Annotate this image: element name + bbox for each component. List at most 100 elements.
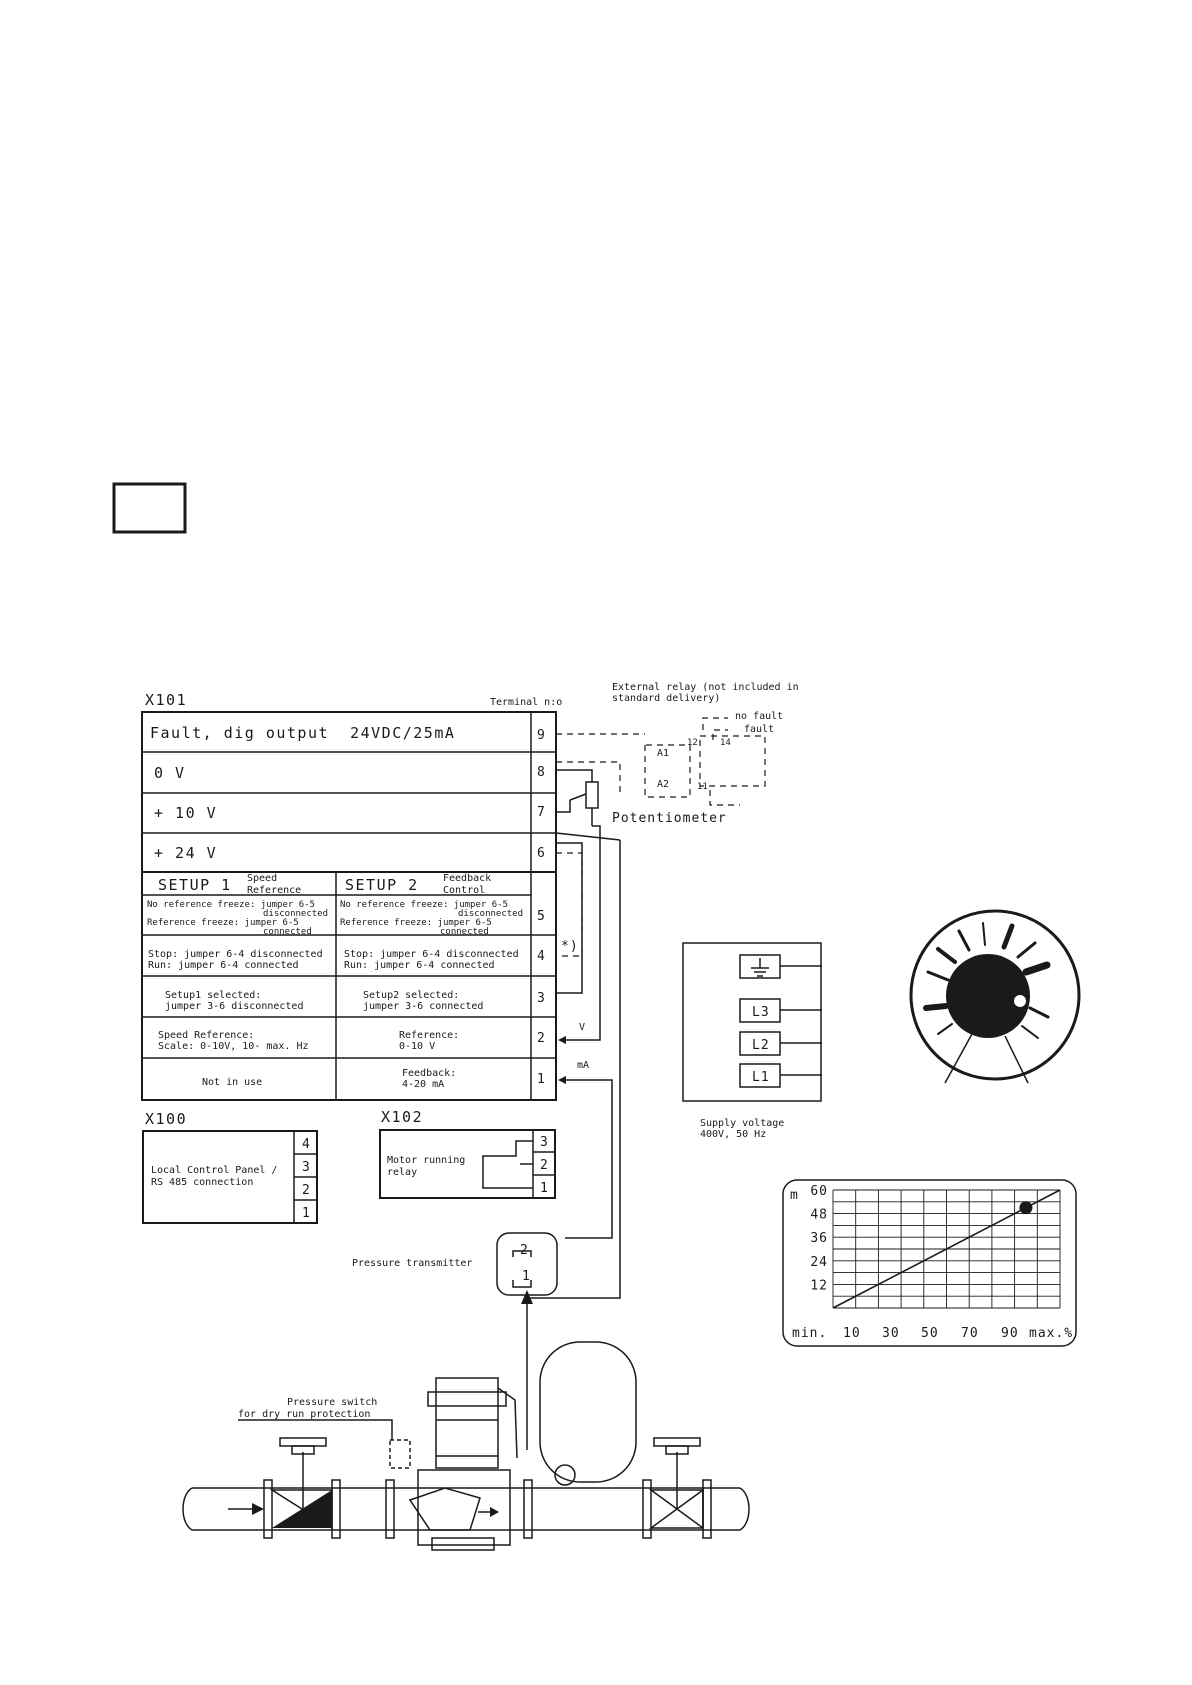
svg-text:Supply voltage: Supply voltage	[700, 1118, 784, 1129]
x-tick-label: 30	[882, 1326, 900, 1341]
speed-dial	[909, 909, 1081, 1084]
row2-num: 2	[537, 1031, 546, 1046]
svg-text:Run: jumper 6-4 connected: Run: jumper 6-4 connected	[148, 960, 299, 971]
svg-text:L2: L2	[752, 1038, 770, 1053]
svg-text:A2: A2	[657, 779, 669, 790]
svg-text:Reference freeze: jumper 6-5: Reference freeze: jumper 6-5	[147, 918, 299, 928]
svg-text:1: 1	[522, 1269, 531, 1284]
svg-text:14: 14	[720, 738, 731, 748]
svg-text:disconnected: disconnected	[458, 909, 523, 919]
svg-text:Speed Reference:: Speed Reference:	[158, 1030, 254, 1041]
svg-text:Reference freeze: jumper 6-5: Reference freeze: jumper 6-5	[340, 918, 492, 928]
setup2-title: SETUP 2	[345, 876, 419, 894]
voltage-label: V	[579, 1022, 585, 1033]
svg-text:L1: L1	[752, 1070, 770, 1085]
svg-text:2: 2	[302, 1183, 311, 1198]
external-relay: External relay (not included in standard…	[612, 682, 799, 806]
svg-text:L3: L3	[752, 1005, 770, 1020]
svg-text:Stop: jumper 6-4 disconnected: Stop: jumper 6-4 disconnected	[148, 949, 323, 960]
pressure-transmitter: Pressure transmitter 2 1	[352, 1232, 558, 1450]
setup1-title: SETUP 1	[158, 876, 232, 894]
x-tick-label: 10	[843, 1326, 861, 1341]
row1: Not in use Feedback: 4-20 mA 1	[202, 1068, 546, 1090]
svg-text:3: 3	[302, 1160, 311, 1175]
svg-text:1: 1	[540, 1181, 549, 1196]
svg-text:RS 485 connection: RS 485 connection	[151, 1177, 253, 1188]
svg-text:connected: connected	[263, 927, 312, 937]
svg-text:3: 3	[540, 1135, 549, 1150]
pressure-switch-label1: Pressure switch	[287, 1397, 377, 1408]
y-tick-label: 12	[810, 1278, 828, 1293]
y-tick-label: 60	[810, 1184, 828, 1199]
svg-text:4-20 mA: 4-20 mA	[402, 1079, 444, 1090]
setup1-sub2: Reference	[247, 885, 301, 896]
pressure-switch-label2: for dry run protection	[238, 1409, 370, 1420]
supply-terminals: L3 L2 L1 Supply voltage 400V, 50 Hz	[682, 942, 822, 1140]
row5: No reference freeze: jumper 6-5 disconne…	[147, 900, 546, 937]
row6-label: + 24 V	[154, 844, 217, 862]
pipe-assembly: Pressure switch for dry run protection	[182, 1341, 750, 1551]
svg-text:12: 12	[687, 738, 698, 748]
svg-text:Run: jumper 6-4 connected: Run: jumper 6-4 connected	[344, 960, 495, 971]
svg-text:Not in use: Not in use	[202, 1077, 262, 1088]
row3: Setup1 selected: jumper 3-6 disconnected…	[165, 990, 545, 1012]
svg-text:Pressure transmitter: Pressure transmitter	[352, 1258, 472, 1269]
x-tick-label: 90	[1001, 1326, 1019, 1341]
row4-num: 4	[537, 949, 546, 964]
x101-title: X101	[145, 691, 187, 709]
svg-text:No reference freeze: jumper 6-: No reference freeze: jumper 6-5	[340, 900, 508, 910]
x-tick-label: min.	[792, 1326, 827, 1341]
svg-text:Local Control Panel /: Local Control Panel /	[151, 1165, 277, 1176]
x100-title: X100	[145, 1110, 187, 1128]
svg-text:standard delivery): standard delivery)	[612, 693, 720, 704]
row7-label: + 10 V	[154, 804, 217, 822]
row8-num: 8	[537, 765, 546, 780]
potentiometer-symbol	[585, 781, 599, 809]
svg-text:disconnected: disconnected	[263, 909, 328, 919]
operating-point-marker	[1019, 1201, 1033, 1215]
chart-x-ticks: min. 10 30 50 70 90 max.%	[792, 1326, 1073, 1341]
setup2-sub2: Control	[443, 885, 485, 896]
row6-num: 6	[537, 846, 546, 861]
svg-text:0-10 V: 0-10 V	[399, 1041, 435, 1052]
setup2-sub1: Feedback	[443, 873, 491, 884]
section-number-box	[112, 482, 187, 534]
y-tick-label: 24	[810, 1255, 828, 1270]
x100-block: Local Control Panel / RS 485 connection …	[142, 1130, 318, 1224]
svg-text:4: 4	[302, 1137, 311, 1152]
svg-text:A1: A1	[657, 748, 669, 759]
row5-num: 5	[537, 909, 546, 924]
svg-text:No reference freeze: jumper 6-: No reference freeze: jumper 6-5	[147, 900, 315, 910]
svg-text:Feedback:: Feedback:	[402, 1068, 456, 1079]
svg-text:relay: relay	[387, 1167, 417, 1178]
y-tick-label: 48	[810, 1208, 828, 1223]
x-tick-label: 50	[921, 1326, 939, 1341]
chart-y-ticks: 12 24 36 48 60	[810, 1184, 828, 1293]
terminal-header: Terminal n:o	[490, 697, 562, 708]
row1-num: 1	[537, 1072, 546, 1087]
svg-text:2: 2	[540, 1158, 549, 1173]
potentiometer-label: Potentiometer	[612, 811, 727, 826]
x101-terminal-block	[141, 711, 557, 1101]
x102-title: X102	[381, 1108, 423, 1126]
y-tick-label: 36	[810, 1231, 828, 1246]
svg-text:connected: connected	[440, 927, 489, 937]
svg-text:jumper 3-6 disconnected: jumper 3-6 disconnected	[165, 1001, 303, 1012]
x102-block: Motor running relay 3 2 1	[379, 1129, 556, 1199]
svg-text:1: 1	[302, 1206, 311, 1221]
current-label: mA	[577, 1060, 589, 1071]
x-tick-label: max.%	[1029, 1326, 1073, 1341]
svg-text:Setup2 selected:: Setup2 selected:	[363, 990, 459, 1001]
row9-label: Fault, dig output 24VDC/25mA	[150, 724, 455, 742]
row7-num: 7	[537, 805, 546, 820]
jumper-note: *)	[561, 939, 579, 954]
svg-text:400V, 50 Hz: 400V, 50 Hz	[700, 1129, 766, 1140]
svg-text:External relay (not included i: External relay (not included in	[612, 682, 799, 693]
x-tick-label: 70	[961, 1326, 979, 1341]
relay-fault: fault	[744, 724, 774, 735]
chart-series	[832, 1189, 1061, 1309]
row8-label: 0 V	[154, 764, 186, 782]
setup1-sub1: Speed	[247, 873, 277, 884]
